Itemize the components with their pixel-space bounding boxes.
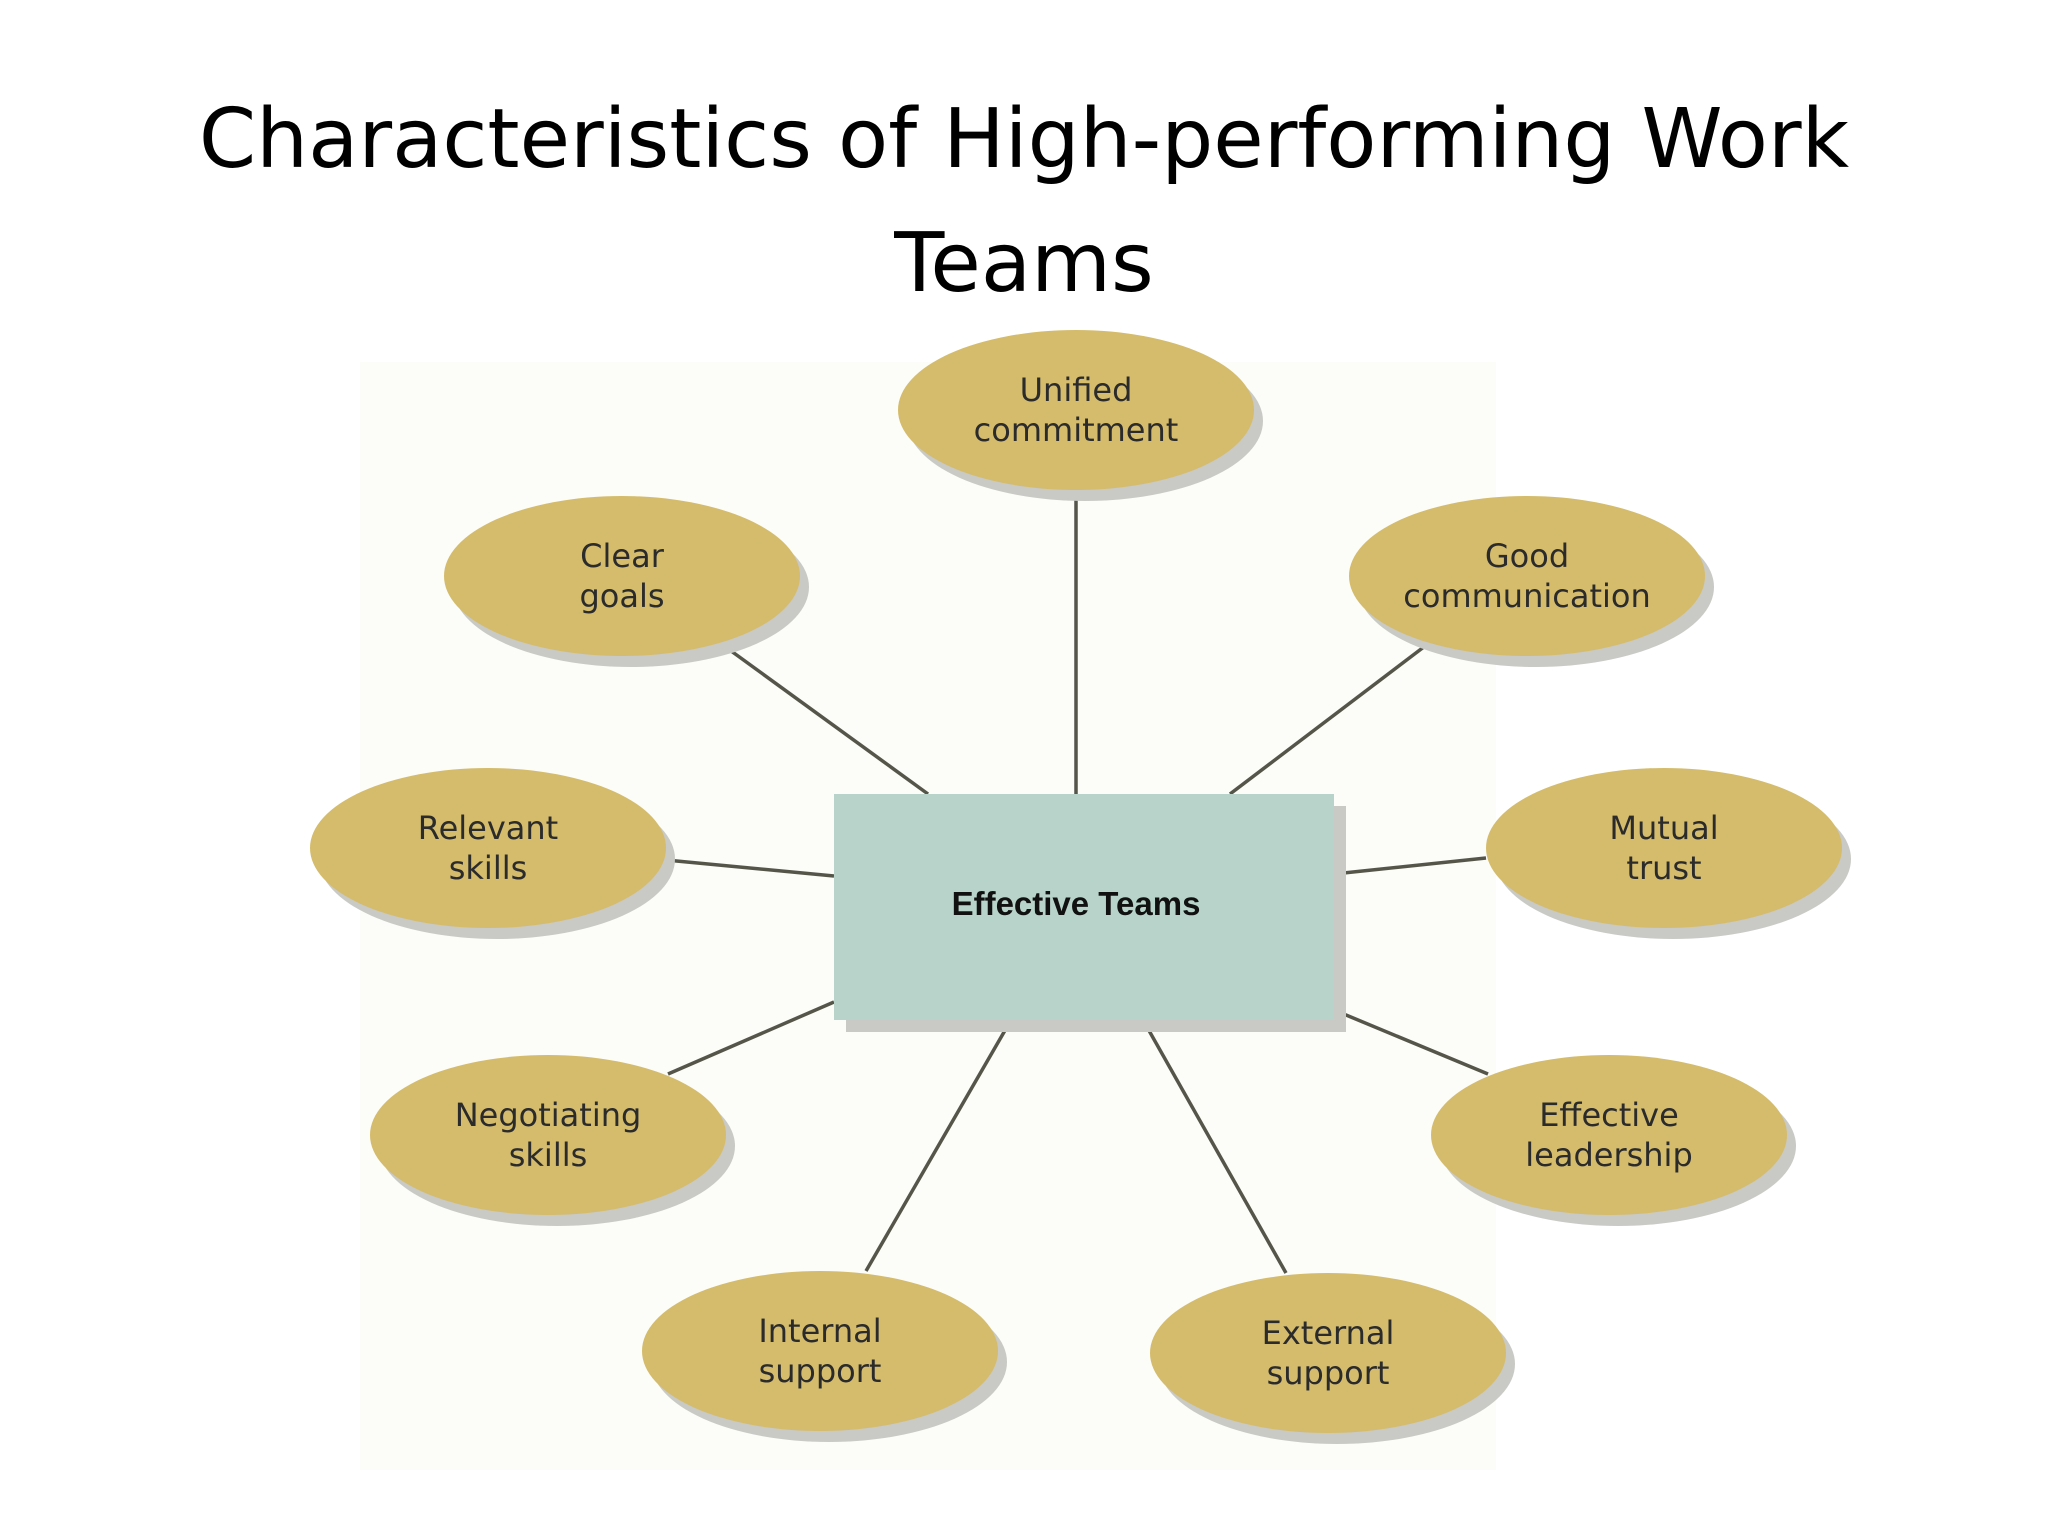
node-label-line: communication [1403,577,1650,615]
node-ellipse [370,1055,726,1215]
node-label-line: Good [1485,537,1569,575]
node-label-line: External [1262,1314,1395,1352]
node-label-line: Unified [1020,371,1133,409]
node-label-line: Internal [758,1312,881,1350]
node-ellipse [642,1271,998,1431]
node-label-line: support [759,1352,882,1390]
node-label-line: commitment [974,411,1179,449]
node-label-line: Mutual [1609,809,1718,847]
node-label-line: support [1267,1354,1390,1392]
node-label-line: Effective [1539,1096,1679,1134]
node-ellipse [1486,768,1842,928]
node-label-line: trust [1626,849,1701,887]
node-ellipse [1150,1273,1506,1433]
node-label-line: Clear [580,537,665,575]
connectors [665,490,1489,1274]
node-label-line: skills [509,1136,588,1174]
node-label-line: goals [579,577,664,615]
hub-label: Effective Teams [952,885,1201,922]
hub-effective-teams: Effective Teams [834,794,1346,1032]
slide-title: Characteristics of High-performing Work … [0,78,2048,326]
connector-good-communication [1228,638,1435,796]
connector-effective-leadership [1333,1008,1489,1076]
hub-box [834,794,1334,1020]
connector-mutual-trust [1333,856,1487,876]
node-ellipse [310,768,666,928]
slide-title-line-2: Teams [894,216,1154,311]
node-label-line: skills [449,849,528,887]
connector-clear-goals [714,638,930,796]
node-ellipse [898,330,1254,490]
node-ellipse [1349,496,1705,656]
connector-external-support [1141,1019,1288,1274]
node-ellipse [1431,1055,1787,1215]
node-label-line: Relevant [418,809,558,847]
node-ellipse [444,496,800,656]
node-label-line: Negotiating [455,1096,642,1134]
slide-title-line-1: Characteristics of High-performing Work [198,92,1850,187]
connector-relevant-skills [665,858,835,878]
connector-internal-support [864,1019,1013,1272]
node-label-line: leadership [1525,1136,1693,1174]
connector-negotiating-skills [667,1000,835,1076]
nodes: UnifiedcommitmentGoodcommunicationMutual… [310,330,1851,1444]
